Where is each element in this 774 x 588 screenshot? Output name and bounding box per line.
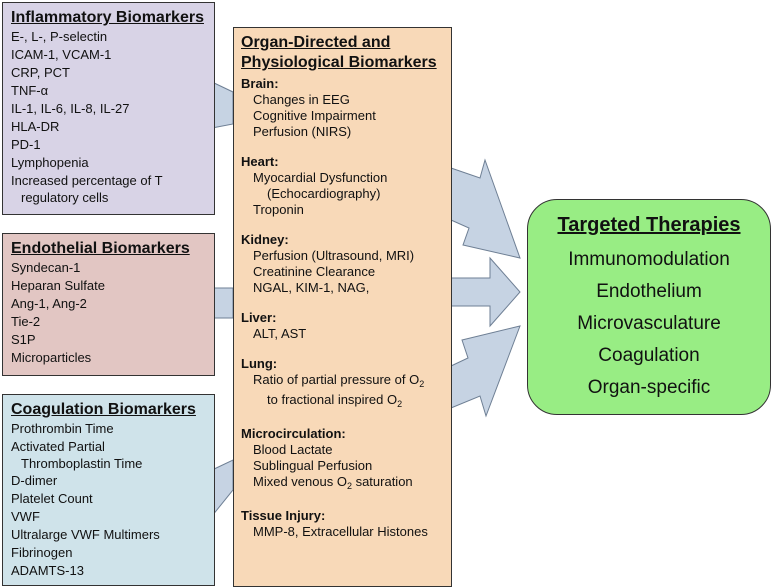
coagulation-item: Fibrinogen bbox=[11, 545, 73, 560]
endothelial-item: Ang-1, Ang-2 bbox=[11, 296, 87, 311]
organ-title-line1: Organ-Directed and bbox=[241, 34, 391, 51]
inflammatory-item: PD-1 bbox=[11, 137, 41, 152]
lung-line2-subscript: 2 bbox=[397, 399, 403, 409]
endothelial-item: S1P bbox=[11, 332, 36, 347]
inflammatory-item: HLA-DR bbox=[11, 119, 60, 134]
heart-item-continued: (Echocardiography) bbox=[267, 186, 381, 201]
microcirculation-item: Sublingual Perfusion bbox=[253, 458, 373, 473]
endothelial-item: Tie-2 bbox=[11, 314, 41, 329]
inflammatory-item: CRP, PCT bbox=[11, 65, 70, 80]
liver-section: Liver: ALT, AST bbox=[241, 309, 451, 342]
microcirculation-item: Blood Lactate bbox=[253, 442, 333, 457]
arrow-organ-to-therapies-top bbox=[450, 158, 521, 259]
coagulation-item: Ultralarge VWF Multimers bbox=[11, 527, 160, 542]
therapy-item: Microvasculature bbox=[577, 313, 721, 334]
arrow-coagulation-to-organ bbox=[211, 459, 234, 518]
microcirculation-section: Microcirculation: Blood Lactate Sublingu… bbox=[241, 425, 451, 494]
kidney-item: NGAL, KIM-1, NAG, bbox=[253, 280, 370, 295]
endothelial-item: Heparan Sulfate bbox=[11, 278, 105, 293]
microcirculation-heading: Microcirculation: bbox=[241, 426, 346, 441]
therapy-item: Organ-specific bbox=[587, 377, 711, 398]
therapy-item: Coagulation bbox=[598, 345, 700, 366]
kidney-section: Kidney: Perfusion (Ultrasound, MRI) Crea… bbox=[241, 231, 451, 296]
brain-item: Cognitive Impairment bbox=[253, 108, 376, 123]
inflammatory-item: Increased percentage of T regulatory cel… bbox=[11, 173, 163, 205]
inflammatory-item: TNF-α bbox=[11, 83, 49, 98]
coagulation-item: D-dimer bbox=[11, 473, 58, 488]
organ-title-line2: Physiological Biomarkers bbox=[241, 54, 437, 71]
arrow-endothelial-to-organ bbox=[213, 287, 234, 319]
lung-line1: Ratio of partial pressure of O bbox=[253, 372, 420, 387]
brain-item: Changes in EEG bbox=[253, 92, 350, 107]
inflammatory-item: IL-1, IL-6, IL-8, IL-27 bbox=[11, 101, 130, 116]
inflammatory-item: Lymphopenia bbox=[11, 155, 89, 170]
lung-heading: Lung: bbox=[241, 356, 278, 371]
lung-line2: to fractional inspired O bbox=[267, 392, 398, 407]
endothelial-biomarkers-box: Endothelial Biomarkers Syndecan-1 Hepara… bbox=[2, 233, 215, 376]
therapy-item: Endothelium bbox=[596, 281, 702, 302]
inflammatory-item: ICAM-1, VCAM-1 bbox=[11, 47, 112, 62]
endothelial-item: Syndecan-1 bbox=[11, 260, 81, 275]
inflammatory-title: Inflammatory Biomarkers bbox=[11, 9, 204, 26]
liver-heading: Liver: bbox=[241, 310, 277, 325]
tissue-injury-section: Tissue Injury: MMP-8, Extracellular Hist… bbox=[241, 507, 451, 540]
coagulation-item: ADAMTS-13 bbox=[11, 563, 84, 578]
microcirculation-item: Mixed venous O2 saturation bbox=[253, 474, 451, 494]
brain-heading: Brain: bbox=[241, 76, 279, 91]
heart-item: Troponin bbox=[253, 202, 304, 217]
heart-heading: Heart: bbox=[241, 154, 279, 169]
endothelial-title: Endothelial Biomarkers bbox=[11, 240, 190, 257]
micro-item3-subscript: 2 bbox=[346, 481, 352, 491]
micro-item3-end: saturation bbox=[351, 474, 413, 489]
kidney-heading: Kidney: bbox=[241, 232, 289, 247]
brain-section: Brain: Changes in EEG Cognitive Impairme… bbox=[241, 75, 451, 140]
therapy-item: Immunomodulation bbox=[568, 249, 730, 270]
heart-item: Myocardial Dysfunction bbox=[253, 170, 388, 185]
targeted-therapies-box: Targeted Therapies Immunomodulation Endo… bbox=[527, 199, 771, 415]
lung-item: Ratio of partial pressure of O2 bbox=[253, 372, 451, 392]
therapies-title: Targeted Therapies bbox=[557, 214, 741, 236]
arrow-inflammatory-to-organ bbox=[211, 81, 234, 129]
arrow-organ-to-therapies-bottom bbox=[450, 325, 521, 418]
inflammatory-biomarkers-box: Inflammatory Biomarkers E-, L-, P-select… bbox=[2, 2, 215, 215]
coagulation-item: Activated Partial Thromboplastin Time bbox=[11, 439, 143, 471]
kidney-item: Creatinine Clearance bbox=[253, 264, 376, 279]
micro-item3-text: Mixed venous O bbox=[253, 474, 347, 489]
tissue-injury-heading: Tissue Injury: bbox=[241, 508, 326, 523]
liver-item: ALT, AST bbox=[253, 326, 307, 341]
arrow-organ-to-therapies-middle bbox=[450, 256, 521, 328]
coagulation-biomarkers-box: Coagulation Biomarkers Prothrombin Time … bbox=[2, 394, 215, 586]
coagulation-item: VWF bbox=[11, 509, 40, 524]
inflammatory-item: E-, L-, P-selectin bbox=[11, 29, 108, 44]
coagulation-item: Prothrombin Time bbox=[11, 421, 114, 436]
endothelial-item: Microparticles bbox=[11, 350, 92, 365]
lung-section: Lung: Ratio of partial pressure of O2 to… bbox=[241, 355, 451, 412]
lung-item-continued: to fractional inspired O2 bbox=[253, 392, 451, 412]
brain-item: Perfusion (NIRS) bbox=[253, 124, 352, 139]
coagulation-item: Platelet Count bbox=[11, 491, 93, 506]
coagulation-title: Coagulation Biomarkers bbox=[11, 401, 196, 418]
lung-line1-subscript: 2 bbox=[419, 379, 425, 389]
heart-section: Heart: Myocardial Dysfunction (Echocardi… bbox=[241, 153, 451, 218]
tissue-injury-item: MMP-8, Extracellular Histones bbox=[253, 524, 428, 539]
organ-biomarkers-box: Organ-Directed and Physiological Biomark… bbox=[233, 27, 452, 587]
kidney-item: Perfusion (Ultrasound, MRI) bbox=[253, 248, 415, 263]
